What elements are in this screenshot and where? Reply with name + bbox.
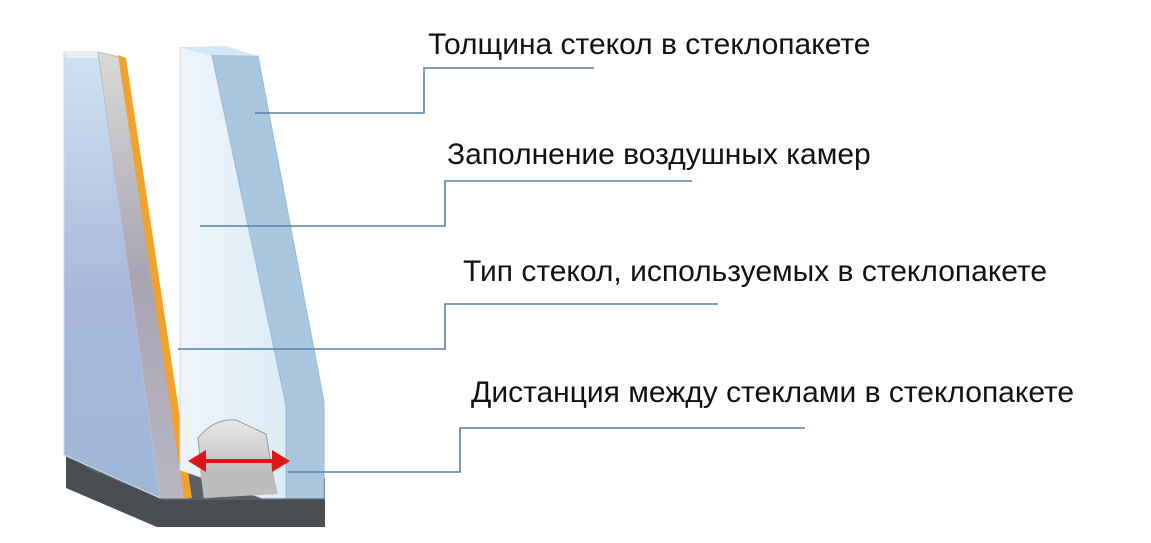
leader-line-glass-type [178, 303, 718, 350]
label-glass-thickness: Толщина стекол в стеклопакете [428, 28, 871, 61]
leader-line-air-fill [200, 180, 692, 227]
outer-glass-edge [64, 52, 100, 58]
leader-line-distance [288, 427, 805, 473]
spacer-desiccant [200, 470, 278, 498]
frame-base [66, 452, 325, 527]
inner-glass-top [180, 46, 258, 56]
spacing-arrow-left [188, 450, 206, 472]
label-glass-distance: Дистанция между стеклами в стеклопакете [471, 376, 1075, 409]
label-glass-type: Тип стекол, используемых в стеклопакете [463, 255, 1048, 288]
laminate-film [118, 55, 192, 498]
spacing-arrow-right [272, 450, 290, 472]
leader-line-thickness [255, 67, 594, 114]
label-air-chamber-fill: Заполнение воздушных камер [447, 138, 871, 171]
